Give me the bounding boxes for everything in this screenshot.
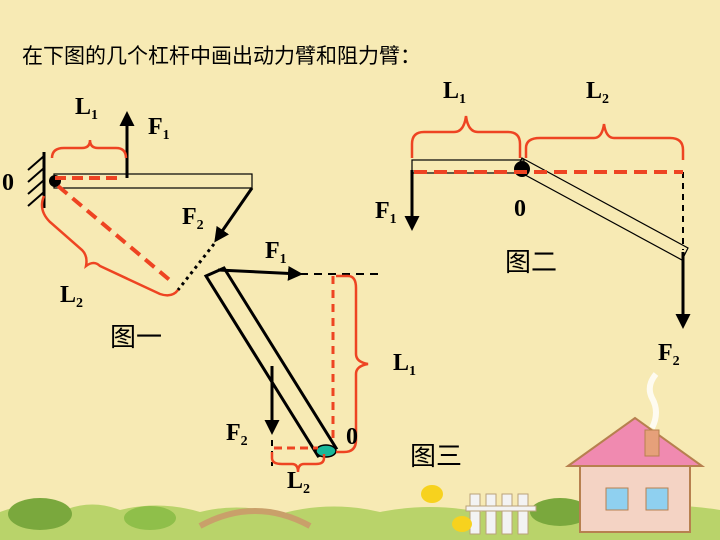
chick-2 (452, 516, 472, 532)
figure2-arm2-brace (524, 123, 685, 160)
figure3-lever (203, 265, 382, 473)
bush-left (8, 498, 72, 530)
figure1-arm2-line (56, 184, 174, 284)
figure2-lever (404, 115, 691, 329)
figure2-pivot-dot (514, 161, 530, 177)
bridge (198, 508, 312, 529)
fence (465, 493, 537, 535)
figure3-arm1-label: L1 (393, 350, 417, 379)
instruction-text: 在下图的几个杠杆中画出动力臂和阻力臂： (22, 44, 421, 68)
figure2-force1-label: F1 (375, 198, 397, 227)
figure3-force2-label: F2 (226, 420, 248, 449)
figure3-pivot (315, 444, 337, 458)
figure2-arm1-label: L1 (443, 78, 467, 107)
house (564, 372, 706, 533)
figure1-force1-label: F1 (148, 114, 170, 143)
figure1-wall-hatch (27, 155, 45, 207)
figure2-bar (411, 159, 525, 174)
figure1-bar (53, 173, 253, 189)
figure1-arm1-brace (50, 139, 128, 159)
figure3-arm2-brace (270, 452, 326, 473)
figure1-force2-label: F2 (182, 204, 204, 233)
bush-mid (124, 506, 176, 530)
figure1-caption: 图一 (110, 323, 163, 353)
figure1-force2-extension (176, 243, 216, 291)
figure2-force2-label: F2 (658, 340, 680, 369)
figure1-arm1-label: L1 (75, 94, 99, 123)
figure2-arm2-label: L2 (586, 78, 610, 107)
figure1-lever (27, 111, 254, 297)
figure2-arm1-brace (410, 115, 522, 158)
figure3-arm2-label: L2 (287, 468, 311, 497)
figure3-force1-label: F1 (265, 238, 287, 267)
figure3-arm1-brace (336, 274, 369, 454)
bush-right (530, 498, 590, 526)
figure2-caption: 图二 (505, 248, 558, 278)
figure1-force2-arrow (214, 187, 254, 243)
figure1-arm2-label: L2 (60, 282, 84, 311)
figure1-arm2-brace (40, 195, 179, 297)
figure2-pivot-label: 0 (514, 196, 526, 222)
figure1-pivot-label: 0 (2, 170, 14, 196)
chick-1 (421, 485, 443, 503)
figure3-force1-arrow (217, 265, 303, 281)
figure3-pivot-label: 0 (346, 424, 358, 450)
figure3-caption: 图三 (410, 442, 463, 472)
